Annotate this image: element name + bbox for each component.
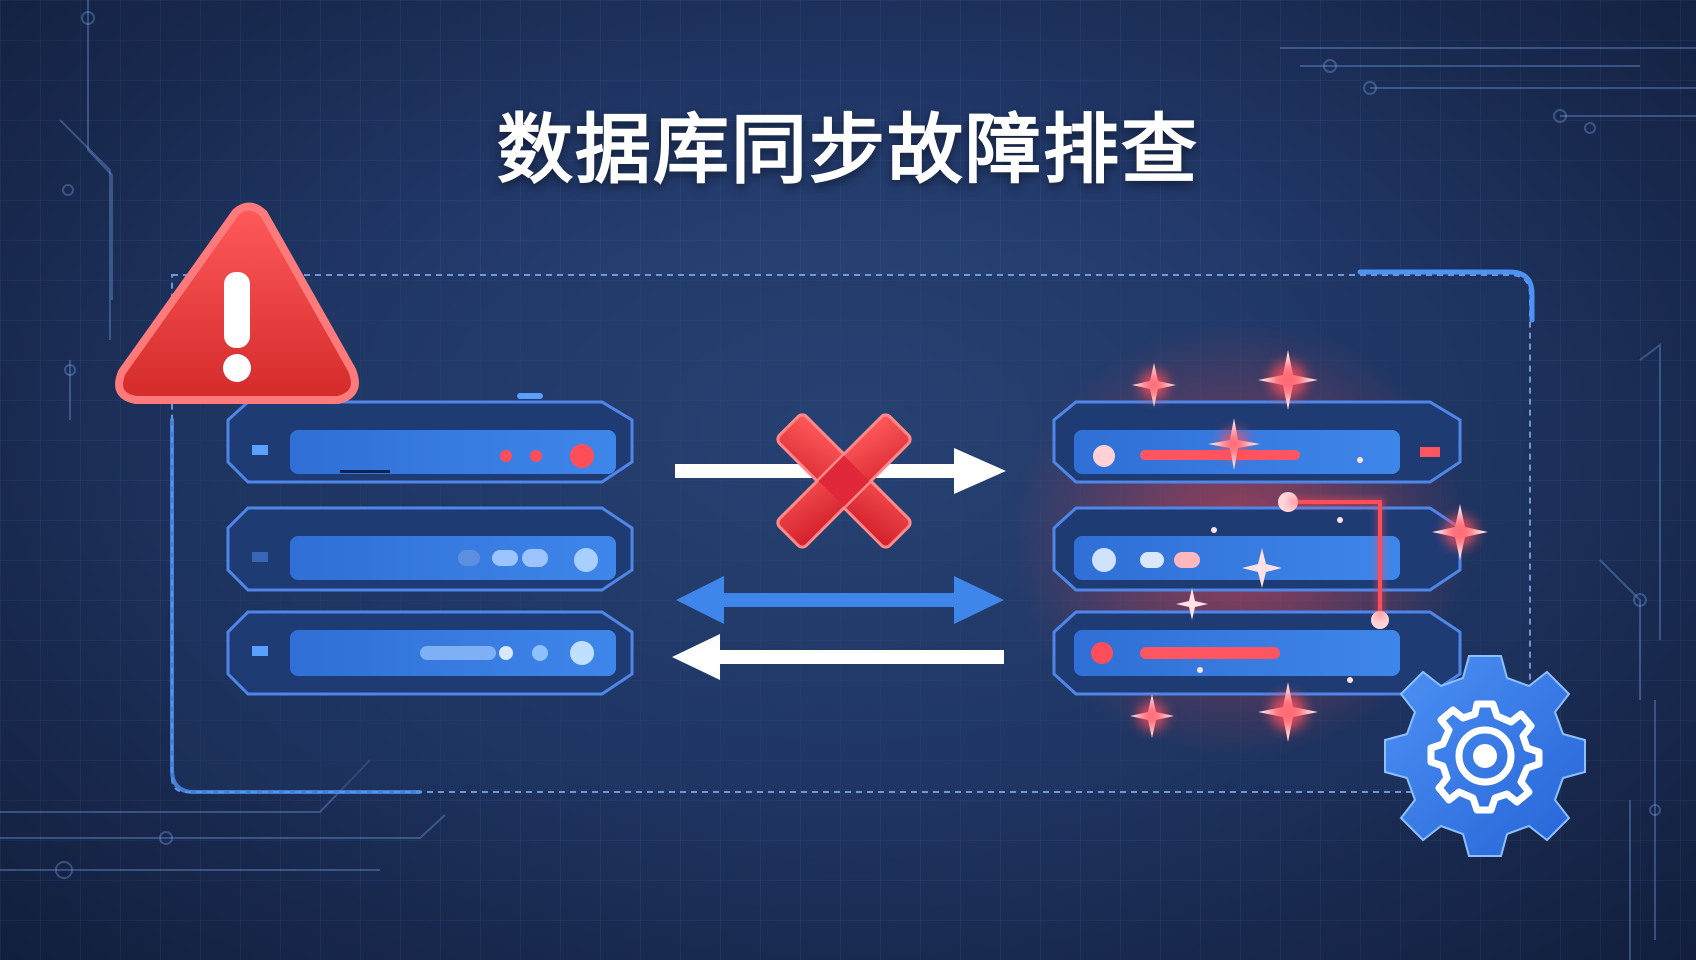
target-server-unit-3 — [1052, 610, 1462, 696]
warning-triangle-icon — [115, 202, 359, 404]
target-server-unit-1 — [1052, 400, 1462, 484]
sync-arrows — [672, 448, 1006, 680]
source-server-unit-1 — [226, 400, 634, 484]
page-title: 数据库同步故障排查 — [497, 105, 1199, 194]
arrow-left-head — [672, 634, 720, 680]
gear-icon — [1384, 655, 1586, 857]
source-server-unit-3 — [226, 610, 634, 696]
target-server-unit-2 — [1052, 506, 1462, 592]
target-server-rack-icon — [1010, 320, 1470, 760]
error-sparkle-glow — [1138, 362, 1476, 730]
source-server-unit-2 — [226, 506, 634, 592]
source-server-rack-icon — [226, 393, 634, 696]
arrow-right-head-1 — [954, 448, 1006, 494]
x-mark-icon — [776, 413, 912, 549]
